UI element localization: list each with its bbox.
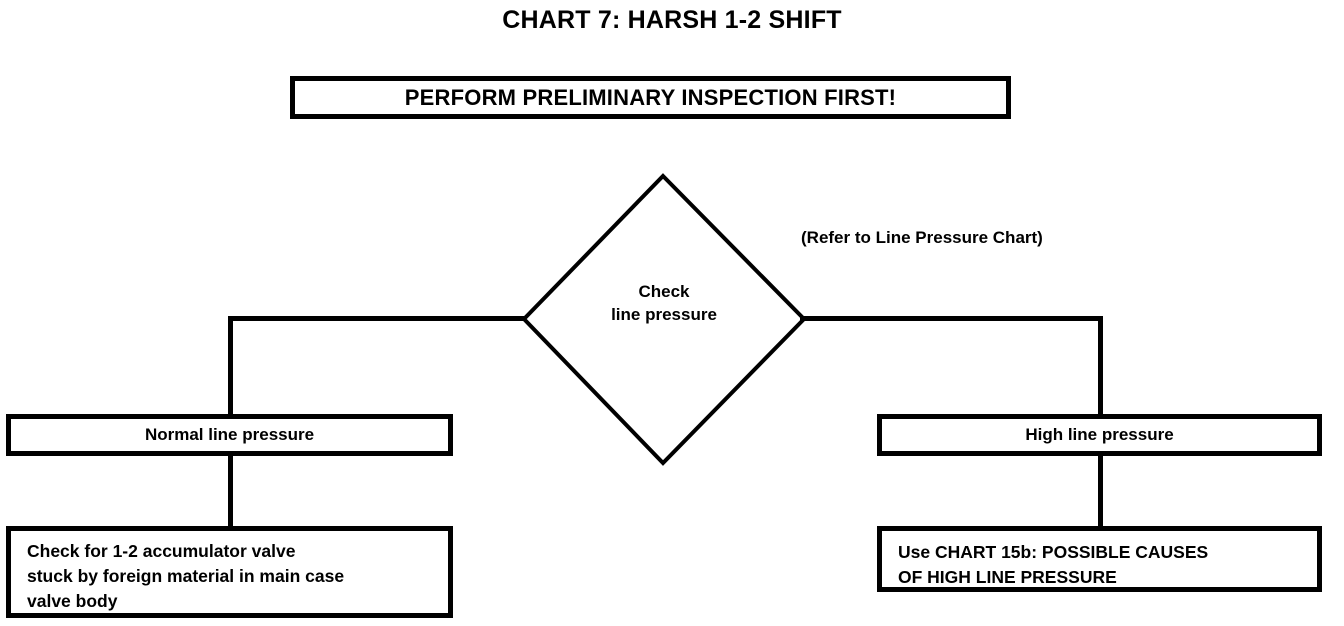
chart-15b-action-emphasis-2: OF HIGH LINE PRESSURE [898, 567, 1117, 587]
connector-horizontal-left [228, 316, 526, 321]
preliminary-inspection-banner: PERFORM PRELIMINARY INSPECTION FIRST! [290, 76, 1011, 119]
connector-vertical-left-lower [228, 453, 233, 528]
connector-vertical-left-down [228, 316, 233, 416]
diamond-shape-icon [521, 173, 807, 466]
box-accumulator-valve-action: Check for 1-2 accumulator valve stuck by… [6, 526, 453, 618]
connector-vertical-right-down [1098, 316, 1103, 416]
page-title: CHART 7: HARSH 1-2 SHIFT [502, 6, 842, 34]
chart-15b-action-prefix: Use [898, 542, 935, 562]
box-high-line-pressure: High line pressure [877, 414, 1322, 456]
box-high-line-pressure-label: High line pressure [1025, 425, 1174, 444]
accumulator-action-line-2: stuck by foreign material in main case [27, 566, 345, 586]
banner-label: PERFORM PRELIMINARY INSPECTION FIRST! [404, 84, 897, 110]
decision-node-label: Check line pressure [520, 280, 808, 326]
chart-15b-action-emphasis-1: CHART 15b: POSSIBLE CAUSES [934, 542, 1209, 562]
box-chart-15b-text: Use CHART 15b: POSSIBLE CAUSES OF HIGH L… [882, 531, 1317, 590]
line-pressure-chart-reference-note: (Refer to Line Pressure Chart) [801, 228, 1043, 247]
decision-label-line-2: line pressure [611, 305, 717, 324]
box-normal-line-pressure-label: Normal line pressure [144, 425, 315, 444]
decision-label-line-1: Check [638, 282, 690, 301]
connector-vertical-right-lower [1098, 453, 1103, 528]
connector-horizontal-right [800, 316, 1103, 321]
box-normal-line-pressure: Normal line pressure [6, 414, 453, 456]
accumulator-action-line-1: Check for 1-2 accumulator valve [27, 541, 296, 561]
accumulator-action-line-3: valve body [27, 591, 118, 611]
chart-15b-action-line-1: Use CHART 15b: POSSIBLE CAUSES [898, 540, 1317, 565]
decision-node-check-line-pressure: Check line pressure [520, 172, 808, 468]
box-chart-15b-reference-action: Use CHART 15b: POSSIBLE CAUSES OF HIGH L… [877, 526, 1322, 592]
box-accumulator-valve-text: Check for 1-2 accumulator valve stuck by… [11, 531, 448, 614]
